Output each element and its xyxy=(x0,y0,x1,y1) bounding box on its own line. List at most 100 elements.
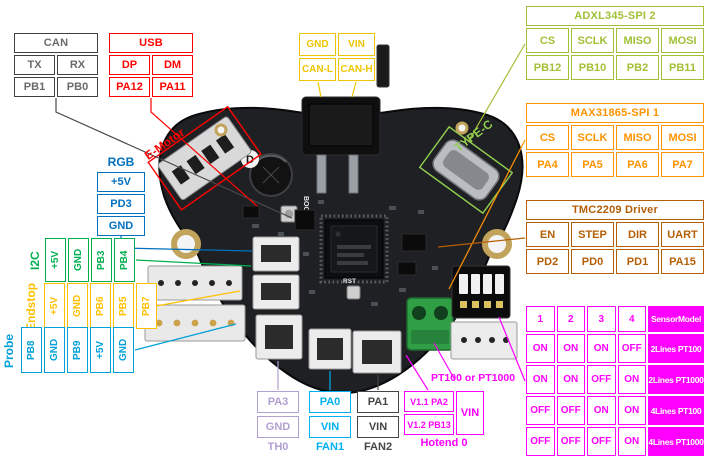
sensor-header-connector xyxy=(450,321,518,360)
sensor-cell: 2Lines PT1000 xyxy=(648,365,704,394)
e-motor-outline xyxy=(147,105,262,211)
sensor-header-cell: SensorModel xyxy=(648,306,704,332)
sensor-cell: OFF xyxy=(617,334,646,363)
probe-label: Probe xyxy=(2,334,16,369)
hotend0-pin-cell: V1.2 PB13 xyxy=(404,414,454,435)
th0-label: TH0 xyxy=(267,441,289,453)
adxl345-pin-cell: PB10 xyxy=(571,55,614,80)
e-motor-connector xyxy=(147,105,262,211)
th0-connector xyxy=(255,314,303,360)
endstop-pin-cell: PB5 xyxy=(113,283,134,329)
th0-pin-cell: PA3 xyxy=(257,391,299,413)
misc-chips xyxy=(242,205,427,276)
adxl345-pin-cell: MOSI xyxy=(661,28,704,53)
tmc2209-pin-cell: STEP xyxy=(571,222,614,247)
power-pin-cell: VIN xyxy=(338,33,375,56)
adxl345-pin-cell: PB11 xyxy=(661,55,704,80)
smd-sprinkles xyxy=(252,200,438,306)
tmc2209-pin-cell: PD2 xyxy=(526,249,569,274)
can-pin-cell: PB0 xyxy=(57,77,98,97)
th0-pin-cell: GND xyxy=(257,416,299,438)
rgb-i2c-connectors xyxy=(252,236,300,310)
adxl345-pin-cell: MISO xyxy=(616,28,659,53)
d-mark-letter: D xyxy=(246,154,254,166)
endstop-header-connector xyxy=(147,265,243,301)
usb-pin-cell: DP xyxy=(109,55,150,75)
adxl345-pin-cell: PB2 xyxy=(616,55,659,80)
rgb-label: RGB xyxy=(107,155,135,169)
endstop-pin-cell: PB7 xyxy=(136,283,157,329)
dip-switch xyxy=(451,265,511,319)
usb-pin-cell: PA12 xyxy=(109,77,150,97)
sensor-header-cell: 1 xyxy=(526,306,555,332)
type-c-connector xyxy=(418,125,514,215)
endstop-pin-cell: +5V xyxy=(44,283,65,329)
mcu-chip xyxy=(319,214,389,284)
fan2-pin-cell: VIN xyxy=(357,416,399,438)
usb-table-header: USB xyxy=(109,33,193,53)
sensor-cell: OFF xyxy=(556,427,585,456)
tmc2209-pin-cell: DIR xyxy=(616,222,659,247)
adxl345-pin-cell: CS xyxy=(526,28,569,53)
fan1-pin-cell: VIN xyxy=(309,416,351,438)
sensor-cell: OFF xyxy=(587,365,616,394)
usb-pin-cell: PA11 xyxy=(152,77,193,97)
sensor-cell: OFF xyxy=(526,427,555,456)
pt100-terminal-block xyxy=(406,297,454,351)
sensor-cell: OFF xyxy=(587,427,616,456)
hotend0-label: Hotend 0 xyxy=(420,437,468,449)
tmc2209-pin-cell: PD1 xyxy=(616,249,659,274)
sensor-cell: ON xyxy=(587,334,616,363)
can-pin-cell: TX xyxy=(14,55,55,75)
probe-header-connector xyxy=(144,304,246,342)
hotend0-pin-cell: V1.1 PA2 xyxy=(404,391,454,412)
probe-pin-cell: +5V xyxy=(90,327,111,373)
sensor-cell: 4Lines PT100 xyxy=(648,396,704,425)
sensor-cell: ON xyxy=(617,365,646,394)
power-pin-cell: CAN-L xyxy=(299,58,336,81)
sensor-header-cell: 3 xyxy=(587,306,616,332)
tmc2209-pin-cell: PA15 xyxy=(661,249,704,274)
max31865-pin-cell: SCLK xyxy=(571,125,614,150)
usb-pin-cell: DM xyxy=(152,55,193,75)
pt100-label: PT100 or PT1000 xyxy=(431,372,516,384)
rgb-pin-cell: PD3 xyxy=(97,194,145,214)
leader-lines xyxy=(55,43,526,391)
hotend0-vin-cell: VIN xyxy=(456,391,484,435)
endstop-pin-cell: GND xyxy=(67,283,88,329)
sensor-cell: ON xyxy=(526,365,555,394)
fan1-connector xyxy=(308,328,352,370)
sensor-cell: ON xyxy=(556,365,585,394)
sensor-cell: OFF xyxy=(556,396,585,425)
boot-silkscreen: BOOT xyxy=(302,196,309,217)
i2c-pin-cell: PB4 xyxy=(114,238,135,282)
max31865-table-header: MAX31865-SPI 1 xyxy=(526,103,704,123)
max31865-pin-cell: MISO xyxy=(616,125,659,150)
sensor-header-cell: 4 xyxy=(617,306,646,332)
max31865-pin-cell: PA6 xyxy=(616,152,659,177)
